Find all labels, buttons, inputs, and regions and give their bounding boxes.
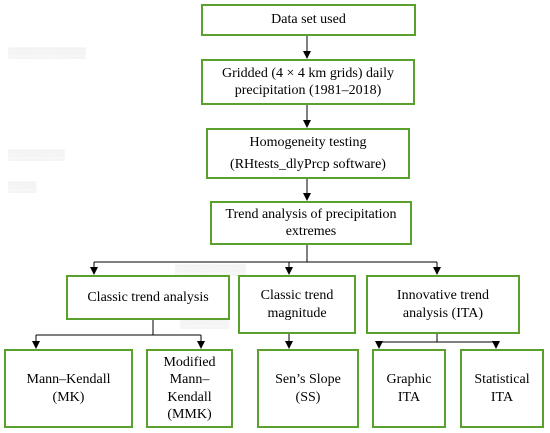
node-gridded-precipitation: Gridded (4 × 4 km grids) daily precipita…	[201, 59, 415, 105]
node-label: Kendall	[167, 389, 212, 405]
node-label: Mann–Kendall	[26, 372, 111, 387]
node-sens-slope: Sen’s Slope (SS)	[257, 349, 359, 428]
node-label: (RHtests_dlyPrcp software)	[230, 156, 386, 172]
node-label: Innovative trend	[396, 288, 490, 303]
node-label: Homogeneity testing	[249, 135, 367, 150]
node-label: (SS)	[295, 389, 321, 405]
node-label: ITA	[490, 389, 514, 405]
node-graphic-ita: Graphic ITA	[372, 349, 446, 428]
node-statistical-ita: Statistical ITA	[460, 349, 544, 428]
ghost-text: ▒▒▒▒▒▒▒	[180, 318, 230, 329]
ghost-text: ▒▒▒▒▒▒▒▒▒▒▒	[8, 48, 86, 59]
node-label: Modified	[163, 354, 216, 370]
node-classic-trend-magnitude: Classic trend magnitude	[238, 275, 356, 334]
node-label: (MK)	[52, 389, 85, 405]
node-label: Classic trend	[260, 288, 334, 303]
node-label: (MMK)	[167, 407, 212, 422]
node-label: Graphic	[386, 372, 432, 387]
ghost-text: ▒▒▒▒	[8, 182, 37, 193]
node-label: analysis (ITA)	[402, 305, 484, 321]
ghost-text: ▒▒▒▒▒▒▒▒▒▒	[175, 265, 246, 276]
node-homogeneity-testing: Homogeneity testing (RHtests_dlyPrcp sof…	[206, 128, 410, 179]
node-label: precipitation (1981–2018)	[234, 83, 382, 98]
node-label: extremes	[285, 224, 337, 239]
node-innovative-trend-analysis: Innovative trend analysis (ITA)	[366, 275, 520, 334]
ghost-text: ▒▒▒▒▒▒▒▒	[8, 150, 65, 161]
node-modified-mann-kendall: Modified Mann– Kendall (MMK)	[146, 349, 233, 428]
node-label: Classic trend analysis	[87, 289, 209, 305]
node-label: Gridded (4 × 4 km grids) daily	[222, 65, 394, 81]
node-trend-analysis: Trend analysis of precipitation extremes	[210, 201, 412, 245]
node-mann-kendall: Mann–Kendall (MK)	[4, 349, 133, 428]
node-data-set: Data set used	[201, 4, 416, 36]
node-label: Sen’s Slope	[275, 372, 341, 387]
node-label: ITA	[397, 389, 421, 405]
node-label: Statistical	[474, 372, 530, 387]
node-label: Data set used	[271, 12, 346, 28]
node-label: Mann–	[169, 372, 210, 387]
node-label: magnitude	[267, 305, 327, 321]
node-label: Trend analysis of precipitation	[225, 206, 397, 222]
node-classic-trend-analysis: Classic trend analysis	[66, 275, 230, 320]
